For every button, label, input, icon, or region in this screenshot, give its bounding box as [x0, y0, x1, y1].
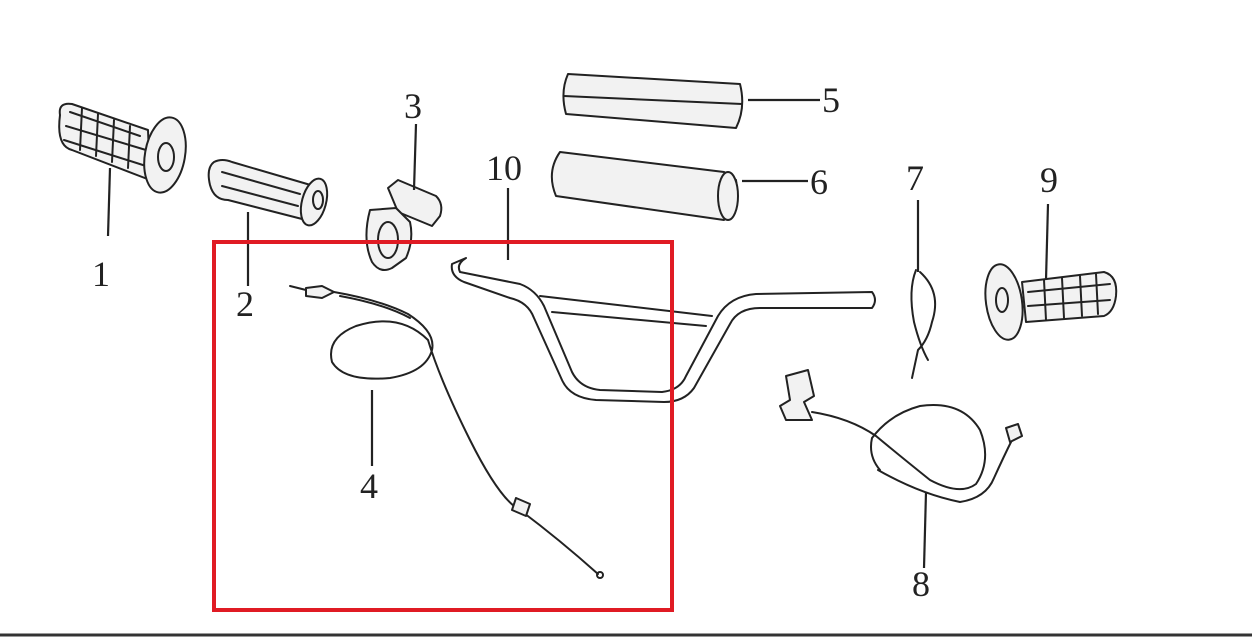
part-throttle-tube[interactable]: [207, 159, 332, 228]
leader-9: [1044, 203, 1050, 281]
part-left-grip[interactable]: [58, 102, 191, 196]
leader-1: [106, 167, 112, 237]
callout-1: 1: [92, 254, 110, 294]
part-right-grip[interactable]: [981, 262, 1118, 342]
leader-3: [412, 123, 418, 191]
callout-6: 6: [810, 162, 828, 202]
part-kill-switch[interactable]: [779, 369, 1023, 503]
highlight-box: [212, 240, 674, 612]
callout-2: 2: [236, 284, 254, 324]
part-cable-tie[interactable]: [910, 269, 936, 379]
part-handlebar[interactable]: [450, 257, 876, 403]
leader-8: [922, 491, 928, 569]
part-handlebar-pad[interactable]: [562, 73, 744, 129]
callout-5: 5: [822, 80, 840, 120]
callout-8: 8: [912, 564, 930, 604]
callout-9: 9: [1040, 160, 1058, 200]
callout-10: 10: [486, 148, 522, 188]
part-foam-pad[interactable]: [550, 151, 739, 221]
callout-7: 7: [906, 158, 924, 198]
part-throttle-cable[interactable]: [289, 285, 604, 579]
callout-3: 3: [404, 86, 422, 126]
callout-4: 4: [360, 466, 378, 506]
part-throttle-housing[interactable]: [365, 179, 443, 271]
